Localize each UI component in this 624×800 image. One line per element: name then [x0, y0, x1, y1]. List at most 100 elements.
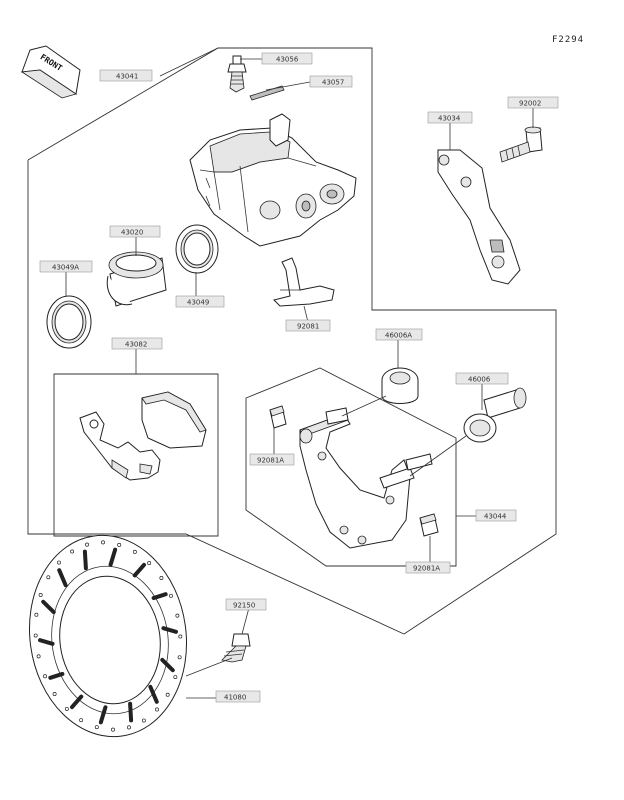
svg-text:43056: 43056 [276, 56, 299, 64]
disc-hole [177, 655, 182, 660]
caliper-assembly-frame [27, 47, 557, 635]
disc-hole [117, 542, 122, 547]
label-holder-link: 43034 [427, 111, 473, 124]
svg-text:92081: 92081 [297, 323, 319, 331]
disc-cooling-slot [128, 701, 134, 723]
label-pad-spring: 92081 [285, 319, 331, 332]
label-bleed-cap: 43057 [309, 75, 353, 88]
caliper-holder [299, 407, 433, 549]
disc-cooling-slot [148, 684, 159, 704]
label-bleed-valve: 43056 [261, 52, 313, 65]
label-pad-clip-left: 92081A [249, 453, 295, 466]
disc-cooling-slot [160, 657, 175, 673]
bleed-cap [249, 85, 285, 101]
disc-hole [94, 725, 99, 730]
disc-cooling-slot [57, 568, 68, 588]
disc-hole [173, 675, 178, 679]
disc-hole [34, 612, 39, 617]
brake-pads [79, 391, 207, 481]
disc-hole [79, 718, 84, 723]
svg-text:43049: 43049 [187, 299, 209, 307]
holder-bolt [499, 126, 543, 163]
svg-text:92150: 92150 [233, 602, 255, 610]
svg-text:46006: 46006 [468, 376, 491, 384]
disc-hole [57, 560, 61, 565]
svg-text:43020: 43020 [121, 229, 143, 237]
front-direction-arrow: FRONT [20, 45, 81, 99]
disc-hole [155, 707, 159, 712]
label-pad-set: 43082 [111, 337, 163, 350]
slide-pin-with-boot [463, 387, 527, 443]
svg-text:92081A: 92081A [413, 565, 440, 573]
label-disc: 41080 [215, 690, 261, 703]
disc-hole [175, 613, 180, 618]
disc-hole [36, 654, 41, 659]
pad-clip-right-part [419, 513, 439, 537]
disc-hole [111, 727, 115, 732]
svg-text:43057: 43057 [322, 79, 344, 87]
label-piston: 43020 [109, 225, 161, 238]
disc-hole [169, 593, 173, 598]
disc-hole [159, 576, 164, 580]
disc-hole [85, 542, 89, 547]
label-caliper-assy: 43041 [99, 69, 153, 82]
disc-cooling-slot [82, 549, 88, 571]
disc-cooling-slot [161, 626, 178, 634]
svg-text:43082: 43082 [125, 341, 147, 349]
pin-boot-a [381, 367, 419, 404]
leader-lines [65, 47, 534, 699]
disc-hole [70, 549, 75, 554]
dust-seal [46, 295, 92, 349]
disc-hole [43, 674, 47, 679]
disc-hole [33, 633, 38, 638]
disc-hole [52, 692, 57, 696]
svg-text:43034: 43034 [438, 115, 461, 123]
svg-text:92002: 92002 [519, 100, 541, 108]
disc-hole [101, 540, 105, 545]
holder-link-plate [437, 149, 521, 285]
disc-cooling-slot [98, 705, 108, 725]
label-boot-a: 46006A [375, 328, 423, 341]
svg-text:41080: 41080 [224, 694, 246, 702]
label-disc-bolt: 92150 [225, 598, 267, 611]
svg-text:43044: 43044 [484, 513, 507, 521]
disc-hole [132, 549, 137, 554]
disc-cooling-slot [108, 547, 118, 567]
svg-text:43049A: 43049A [52, 264, 79, 272]
disc-hole [64, 706, 69, 711]
pad-clip-left-part [269, 405, 287, 429]
brake-disc [28, 534, 188, 738]
piston-seal [175, 224, 219, 274]
disc-cooling-slot [151, 592, 168, 601]
disc-hole [147, 561, 152, 566]
disc-hole [127, 725, 131, 730]
label-holder: 43044 [475, 509, 517, 522]
disc-cooling-slot [70, 694, 84, 710]
pad-set-frame [53, 373, 219, 537]
svg-text:43041: 43041 [116, 73, 138, 81]
disc-hole [46, 575, 51, 580]
pad-spring [273, 257, 335, 307]
disc-hole [165, 692, 170, 697]
disc-hole [38, 593, 43, 597]
label-holder-bolt: 92002 [507, 96, 559, 109]
label-pad-clip-right: 92081A [405, 561, 451, 574]
svg-text:92081A: 92081A [257, 457, 284, 465]
disc-cooling-slot [132, 562, 146, 578]
label-seal: 43049 [175, 295, 225, 308]
disc-cooling-slot [38, 638, 55, 646]
piston [106, 251, 167, 307]
label-seal-a: 43049A [39, 260, 93, 273]
bleed-valve [227, 55, 247, 93]
caliper-body [189, 113, 357, 247]
disc-hole [178, 634, 183, 639]
disc-cooling-slot [48, 671, 65, 680]
disc-cooling-slot [41, 599, 56, 615]
figure-code: F2294 [552, 35, 585, 45]
disc-hole [141, 718, 146, 723]
svg-text:46006A: 46006A [385, 332, 412, 340]
disc-bolt [221, 633, 251, 663]
label-boot: 46006 [455, 372, 509, 385]
holder-frame [245, 367, 457, 567]
